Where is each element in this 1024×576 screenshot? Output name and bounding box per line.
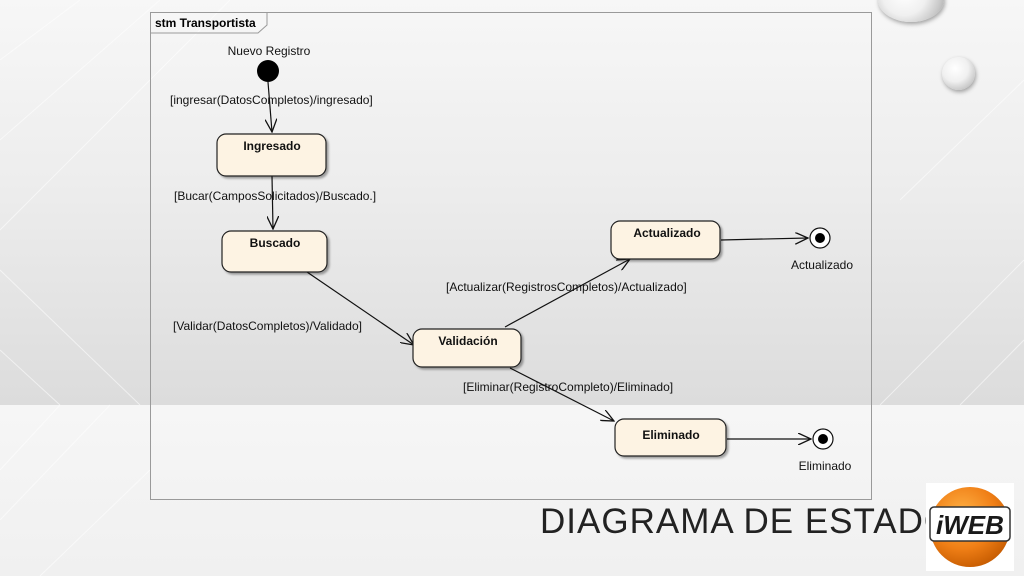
transition-label: [Bucar(CamposSolicitados)/Buscado.] [174,189,376,203]
diagram-frame [150,12,872,500]
transition-arrow [509,367,614,421]
transition-arrow [504,259,630,328]
final-node-actualizado [809,227,831,249]
state-label: Actualizado [633,226,700,240]
state-validacion: Validación [412,328,522,368]
transition-arrow [272,175,273,229]
transition-label: [ingresar(DatosCompletos)/ingresado] [170,93,373,107]
initial-node [257,60,279,82]
transition-arrow [720,238,808,240]
transition-label: [Validar(DatosCompletos)/Validado] [173,319,362,333]
state-buscado: Buscado [221,230,328,273]
initial-label: Nuevo Registro [228,44,311,58]
final-node-eliminado [812,428,834,450]
state-eliminado: Eliminado [614,418,727,457]
decorative-orb [878,0,944,22]
transition-arrow [268,81,272,132]
state-actualizado: Actualizado [610,220,721,260]
background-lower [0,405,1024,576]
frame-tab [150,12,268,34]
state-label: Eliminado [642,428,699,442]
final-label-actualizado: Actualizado [791,258,853,272]
transition-label: [Actualizar(RegistrosCompletos)/Actualiz… [446,280,687,294]
final-label-eliminado: Eliminado [799,459,852,473]
iweb-logo [926,483,1014,571]
decorative-orb [942,57,975,90]
state-label: Buscado [250,236,301,250]
slide-title: DIAGRAMA DE ESTADO [540,502,953,541]
transition-arrow [306,271,414,345]
state-label: Validación [438,334,497,348]
logo-text: iWEB [936,510,1004,540]
state-ingresado: Ingresado [216,133,327,177]
state-label: Ingresado [243,139,300,153]
frame-label: stm Transportista [155,16,256,30]
transition-label: [Eliminar(RegistroCompleto)/Eliminado] [463,380,673,394]
